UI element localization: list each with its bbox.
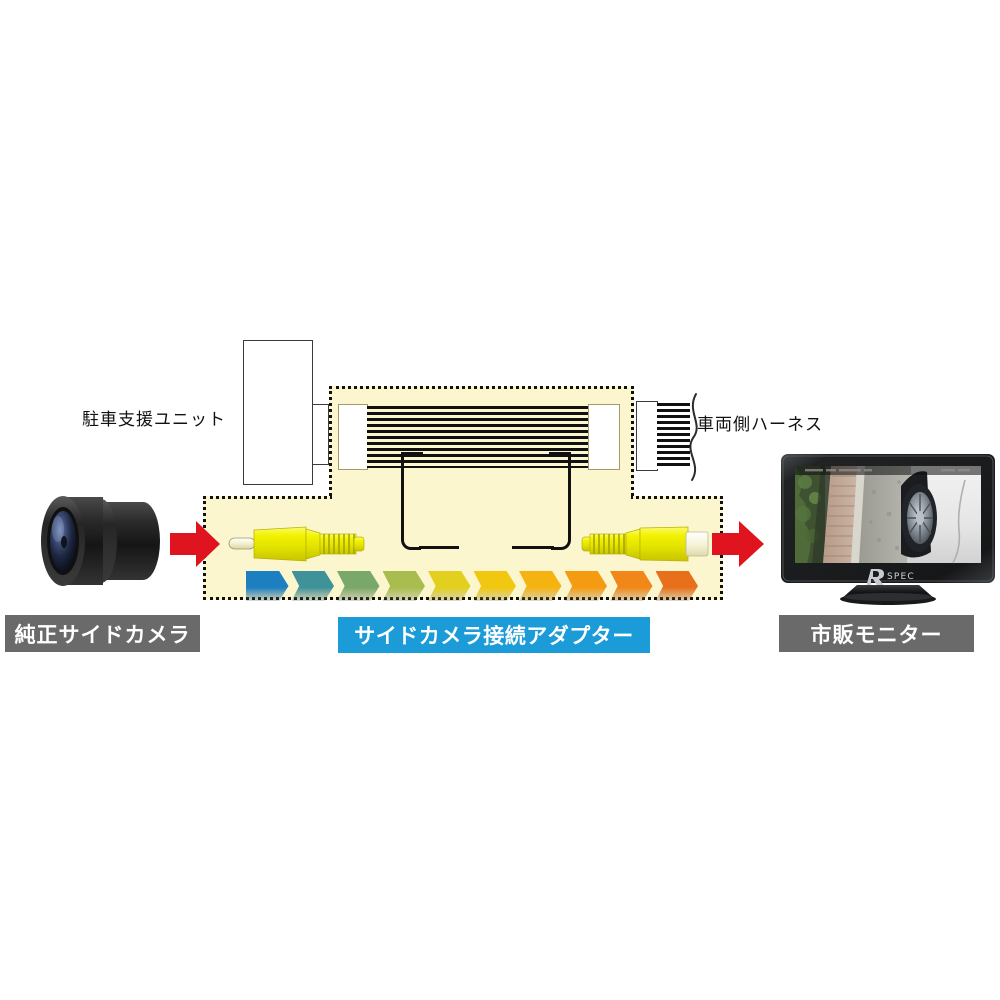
svg-text:SPEC: SPEC [887, 572, 915, 582]
vehicle-harness-wires [657, 403, 690, 469]
aftermarket-monitor-image: SPEC [781, 454, 995, 605]
flow-chevron-5 [428, 571, 471, 601]
signal-flow-chevrons [246, 569, 701, 603]
adapter-badge-label: サイドカメラ接続アダプター [354, 624, 634, 648]
branch-wire-right-top [549, 452, 571, 455]
branch-wire-left-top [401, 452, 423, 455]
flow-chevron-3 [337, 571, 380, 601]
camera-badge-label: 純正サイドカメラ [14, 622, 191, 647]
monitor-brand-logo: SPEC [866, 569, 915, 587]
flow-chevron-1 [246, 571, 289, 601]
monitor-badge-label: 市販モニター [810, 622, 943, 647]
branch-wire-right-horizontal [512, 546, 554, 549]
parking-assist-unit-connector [312, 404, 329, 465]
ribbon-connector-right [588, 404, 620, 470]
adapter-to-monitor-arrow-icon [712, 521, 764, 567]
parking-assist-unit-body [243, 340, 313, 485]
flow-chevron-2 [291, 571, 334, 601]
vehicle-harness-label: 車両側ハーネス [697, 415, 823, 435]
flow-chevron-9 [610, 571, 653, 601]
parking-assist-unit-label: 駐車支援ユニット [82, 410, 226, 430]
flow-chevron-6 [473, 571, 516, 601]
branch-wire-left [401, 455, 421, 550]
vehicle-harness-connector [636, 401, 658, 471]
flow-chevron-7 [519, 571, 562, 601]
rca-connector-right-icon [581, 526, 709, 562]
adapter-badge: サイドカメラ接続アダプター [338, 617, 650, 653]
branch-wire-left-horizontal [419, 546, 459, 549]
monitor-badge: 市販モニター [779, 615, 974, 652]
side-camera-image [41, 496, 160, 586]
camera-badge: 純正サイドカメラ [5, 615, 200, 652]
harness-break-line-icon [689, 393, 698, 481]
branch-wire-right [551, 455, 571, 550]
rca-connector-left-icon [228, 526, 365, 562]
camera-to-adapter-arrow-icon [170, 521, 220, 567]
adapter-region-seam [332, 490, 631, 502]
flow-chevron-10 [655, 571, 698, 601]
ribbon-connector-left [338, 404, 368, 470]
flow-chevron-8 [564, 571, 607, 601]
flow-chevron-4 [382, 571, 425, 601]
